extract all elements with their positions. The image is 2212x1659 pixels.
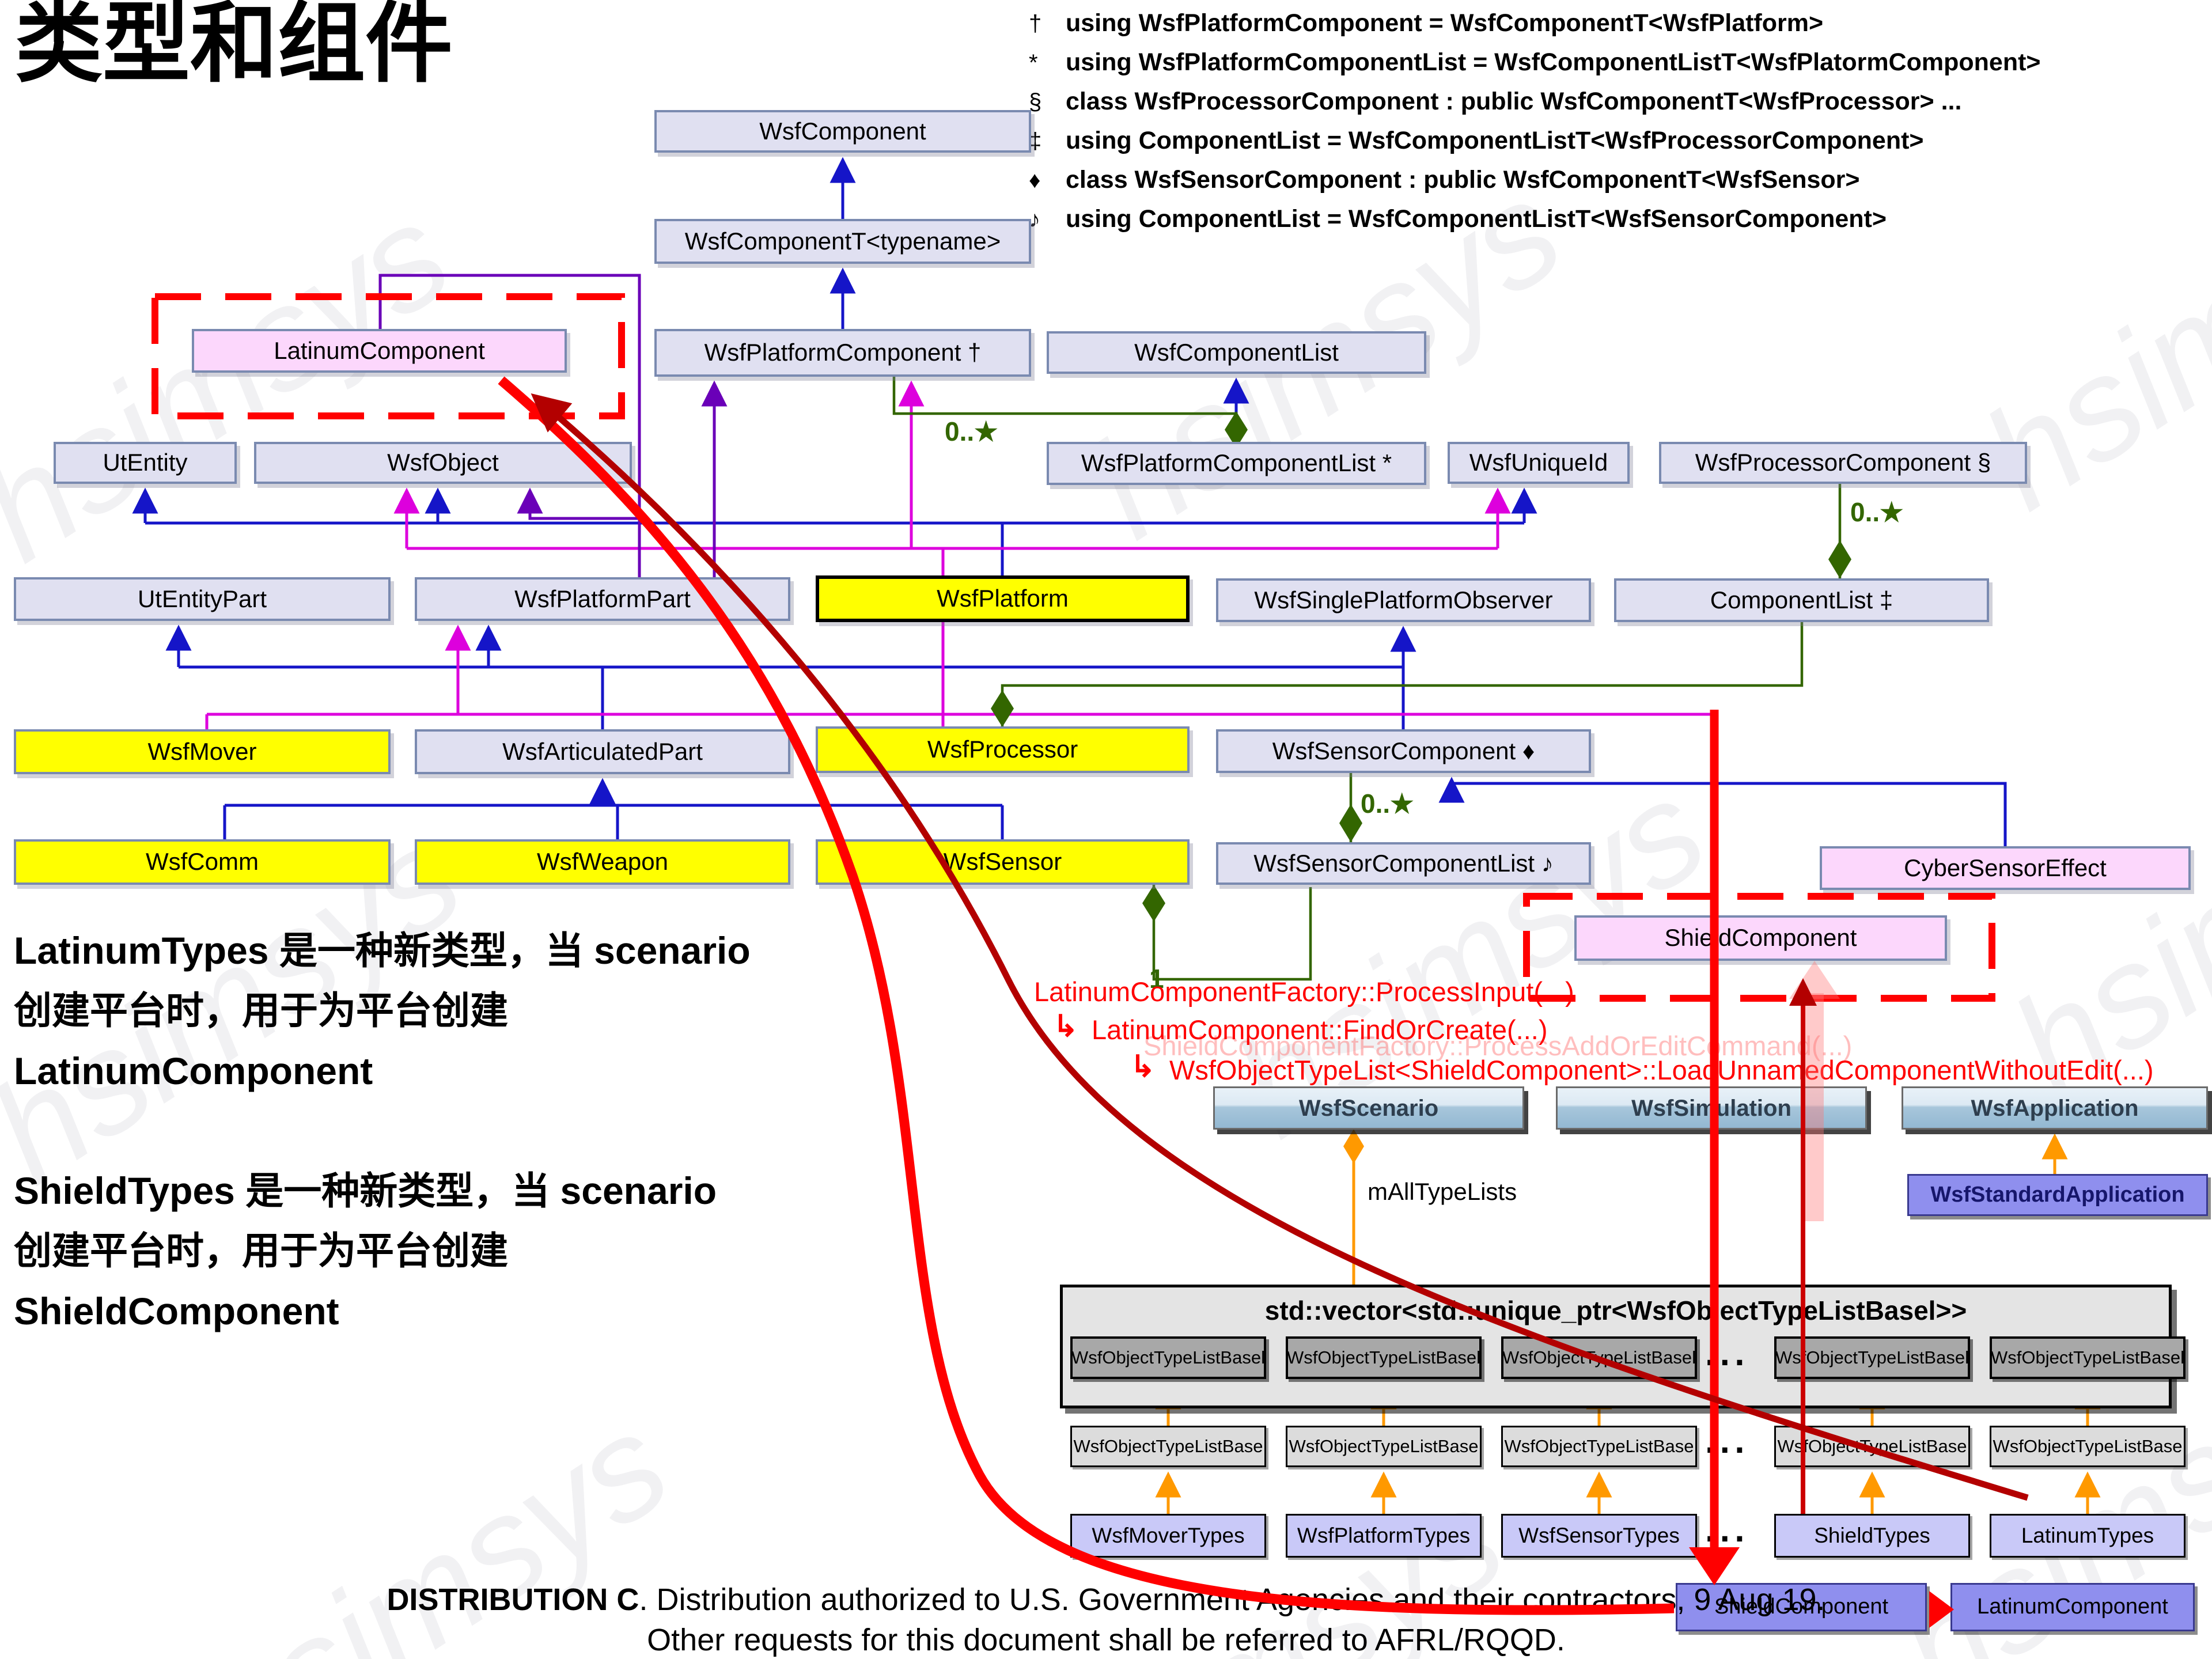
- basel-box: WsfObjectTypeListBasel: [1286, 1336, 1482, 1379]
- legend-item: *using WsfPlatformComponentList = WsfCom…: [1029, 48, 2041, 76]
- red-annotation-2: LatinumComponent::FindOrCreate(...): [1092, 1014, 1548, 1045]
- red-annotation-1: LatinumComponentFactory::ProcessInput(..…: [1034, 976, 1574, 1007]
- instance-box-shieldcomponent: ShieldComponent: [1676, 1583, 1927, 1631]
- class-box-wsfcomponent: WsfComponent: [654, 110, 1031, 153]
- runtime-box-wsfstandardapplication: WsfStandardApplication: [1907, 1174, 2208, 1216]
- footnote-asterisk-icon: *: [1029, 50, 1038, 75]
- class-box-wsfarticulatedpart: WsfArticulatedPart: [415, 729, 790, 774]
- runtime-box-wsfapplication: WsfApplication: [1902, 1086, 2208, 1130]
- instance-box-latinumcomponent: LatinumComponent: [1950, 1583, 2195, 1631]
- class-box-wsfmover: WsfMover: [14, 729, 391, 774]
- base-box: WsfObjectTypeListBase: [1286, 1426, 1482, 1467]
- class-box-wsfplatform: WsfPlatform: [816, 575, 1190, 622]
- ellipsis: ···: [1705, 1430, 1749, 1470]
- footnote-note-icon: ♪: [1029, 207, 1040, 232]
- runtime-box-wsfscenario: WsfScenario: [1213, 1086, 1524, 1130]
- note-line: LatinumTypes 是一种新类型，当 scenario: [14, 929, 751, 972]
- composition-diamond-icon: [1343, 1129, 1364, 1164]
- types-box-latinumtypes: LatinumTypes: [1990, 1514, 2186, 1558]
- class-box-wsfweapon: WsfWeapon: [415, 839, 790, 885]
- class-box-wsfcomponentlist: WsfComponentList: [1047, 331, 1426, 374]
- class-box-wsfcomm: WsfComm: [14, 839, 391, 885]
- note-line: LatinumComponent: [14, 1049, 373, 1092]
- ellipsis: ···: [1705, 1343, 1749, 1382]
- note-shieldtypes: ShieldTypes 是一种新类型，当 scenario 创建平台时，用于为平…: [14, 1161, 717, 1341]
- class-box-componentlist: ComponentList ‡: [1614, 578, 1989, 622]
- red-annotation-3: WsfObjectTypeList<ShieldComponent>::Load…: [1169, 1055, 2154, 1085]
- base-box: WsfObjectTypeListBase: [1990, 1426, 2186, 1467]
- legend-item: ♦class WsfSensorComponent : public WsfCo…: [1029, 166, 1860, 194]
- class-box-wsfprocessorcomponent: WsfProcessorComponent §: [1659, 442, 2027, 484]
- vector-title: std::vector<std::unique_ptr<WsfObjectTyp…: [1264, 1296, 1967, 1325]
- legend-item: ‡using ComponentList = WsfComponentListT…: [1029, 127, 1924, 154]
- return-arrow-icon: ↳: [1130, 1050, 1156, 1084]
- class-box-wsfsensor: WsfSensor: [816, 839, 1190, 885]
- basel-box: WsfObjectTypeListBasel: [1501, 1336, 1697, 1379]
- types-box-shieldtypes: ShieldTypes: [1774, 1514, 1970, 1558]
- note-line: ShieldTypes 是一种新类型，当 scenario: [14, 1169, 717, 1212]
- class-box-wsfuniqueid: WsfUniqueId: [1448, 442, 1630, 484]
- multiplicity-label: 0..★: [945, 416, 998, 446]
- purple-inheritance-lines: [378, 274, 728, 607]
- class-box-wsfplatformcomponent: WsfPlatformComponent †: [654, 329, 1031, 377]
- ellipsis: ···: [1705, 1519, 1749, 1559]
- legend-item: †using WsfPlatformComponent = WsfCompone…: [1029, 9, 1824, 37]
- class-box-utentity: UtEntity: [54, 442, 237, 484]
- multiplicity-label: 0..★: [1850, 497, 1904, 527]
- class-box-wsfcomponentt: WsfComponentT<typename>: [654, 219, 1031, 264]
- runtime-box-wsfsimulation: WsfSimulation: [1556, 1086, 1867, 1130]
- class-box-wsfsensorcomponent: WsfSensorComponent ♦: [1216, 729, 1591, 773]
- note-line: ShieldComponent: [14, 1289, 339, 1332]
- base-box: WsfObjectTypeListBase: [1501, 1426, 1697, 1467]
- multiplicity-label: 0..★: [1361, 789, 1414, 819]
- class-box-wsfobject: WsfObject: [254, 442, 632, 484]
- return-arrow-icon: ↳: [1053, 1010, 1078, 1043]
- note-latinumtypes: LatinumTypes 是一种新类型，当 scenario 创建平台时，用于为…: [14, 921, 751, 1101]
- footnote-ddagger-icon: ‡: [1029, 128, 1042, 154]
- class-box-wsfsensorcomponentlist: WsfSensorComponentList ♪: [1216, 842, 1591, 885]
- class-box-cybersensoreffect: CyberSensorEffect: [1820, 846, 2191, 890]
- class-box-shieldcomponent: ShieldComponent: [1574, 915, 1947, 961]
- base-box: WsfObjectTypeListBase: [1070, 1426, 1266, 1467]
- note-line: 创建平台时，用于为平台创建: [14, 989, 508, 1032]
- legend-item: §class WsfProcessorComponent : public Ws…: [1029, 88, 1962, 115]
- class-box-wsfplatformcomponentlist: WsfPlatformComponentList *: [1047, 442, 1426, 485]
- legend-item: ♪using ComponentList = WsfComponentListT…: [1029, 205, 1887, 233]
- types-box-wsfplatformtypes: WsfPlatformTypes: [1286, 1514, 1482, 1558]
- page-title: 类型和组件: [15, 0, 453, 93]
- class-box-utentitypart: UtEntityPart: [14, 577, 391, 621]
- distribution-statement: DISTRIBUTION C. Distribution authorized …: [86, 1580, 2126, 1659]
- basel-box: WsfObjectTypeListBasel: [1990, 1336, 2186, 1379]
- class-box-wsfsingleplatformobserver: WsfSinglePlatformObserver: [1216, 578, 1591, 622]
- distribution-line2: Other requests for this document shall b…: [647, 1623, 1565, 1658]
- class-box-wsfprocessor: WsfProcessor: [816, 726, 1190, 773]
- distribution-marking: DISTRIBUTION C: [387, 1582, 639, 1617]
- class-box-wsfplatformpart: WsfPlatformPart: [415, 577, 790, 621]
- distribution-line1: DISTRIBUTION C. Distribution authorized …: [387, 1582, 1825, 1617]
- footnote-diamond-icon: ♦: [1029, 168, 1041, 193]
- footnote-dagger-icon: †: [1029, 11, 1042, 36]
- class-box-latinumcomponent: LatinumComponent: [192, 329, 567, 373]
- member-label-malltypelists: mAllTypeLists: [1368, 1178, 1517, 1205]
- types-box-wsfmovertypes: WsfMoverTypes: [1070, 1514, 1266, 1558]
- types-box-wsfsensortypes: WsfSensorTypes: [1501, 1514, 1697, 1558]
- basel-box: WsfObjectTypeListBasel: [1774, 1336, 1970, 1379]
- footnote-section-icon: §: [1029, 89, 1042, 115]
- note-line: 创建平台时，用于为平台创建: [14, 1229, 508, 1272]
- base-box: WsfObjectTypeListBase: [1774, 1426, 1970, 1467]
- basel-box: WsfObjectTypeListBasel: [1070, 1336, 1266, 1379]
